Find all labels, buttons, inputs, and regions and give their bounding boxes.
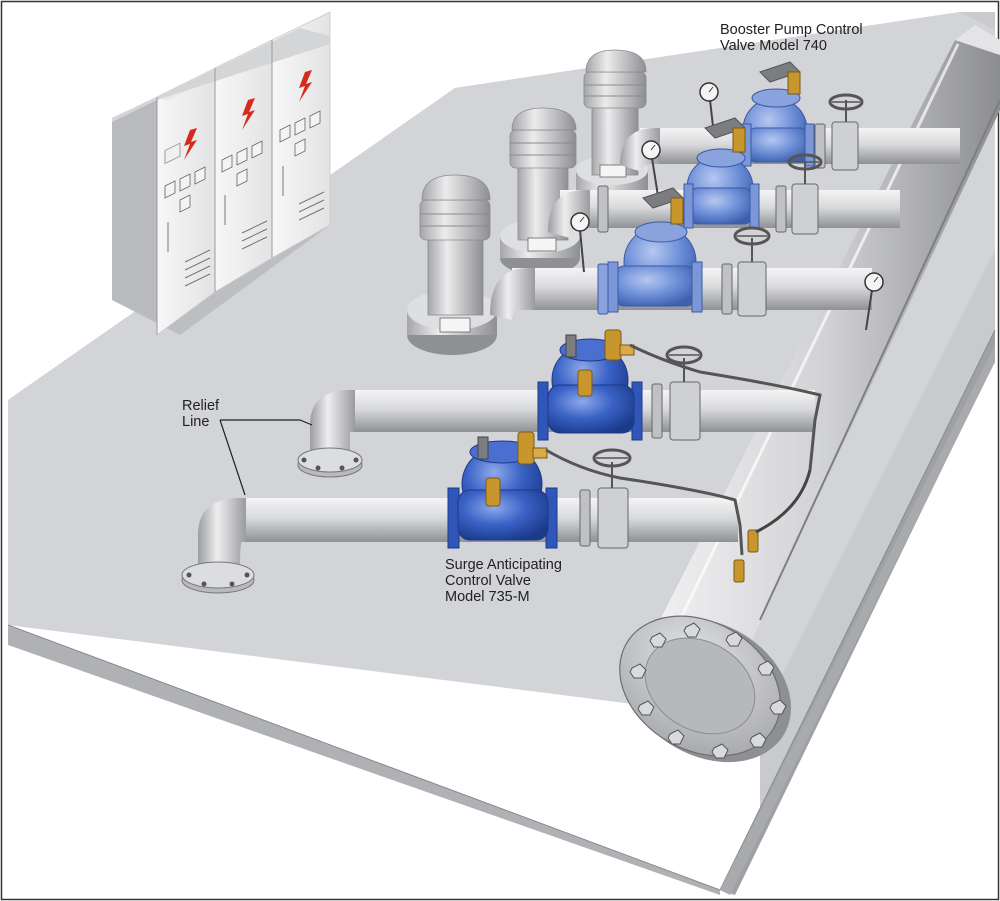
surge-valve-lower [447, 431, 744, 556]
pressure-gauge-icon [570, 212, 590, 273]
booster-label-line2: Valve Model 740 [720, 38, 827, 54]
surge-label-line3: Model 735-M [445, 589, 530, 605]
main-header-pipe [619, 25, 1000, 763]
booster-label-line1: Booster Pump Control [720, 22, 863, 38]
header-fittings [733, 469, 812, 583]
pump-1 [407, 174, 497, 355]
booster-valve-label: Booster Pump Control Valve Model 740 [720, 22, 863, 54]
relief-line-label: Relief Line [182, 398, 219, 430]
control-cabinets [112, 11, 331, 336]
booster-valve-3 [741, 61, 815, 167]
booster-valve-2 [683, 117, 760, 229]
label-leaders [219, 419, 313, 496]
lightning-icon [299, 70, 312, 102]
relief-label-line2: Line [182, 414, 210, 430]
surge-label-line1: Surge Anticipating [445, 557, 562, 573]
surge-label-line2: Control Valve [445, 573, 531, 589]
cabinet-vents [167, 166, 325, 287]
lightning-icon [184, 128, 197, 160]
relief-label-line1: Relief [182, 398, 220, 414]
cabinet-indicators [164, 110, 321, 213]
brass-pilot [485, 431, 548, 507]
lightning-icon [242, 98, 255, 130]
pressure-gauge-icon [641, 140, 661, 197]
handwheel-icon [592, 448, 632, 468]
handwheel-icon [828, 93, 864, 111]
handwheel-icon [787, 153, 823, 171]
surge-valve-label: Surge Anticipating Control Valve Model 7… [445, 557, 562, 605]
handwheel-icon [733, 226, 771, 246]
end-flange [619, 615, 792, 763]
surge-valve-upper [537, 329, 822, 471]
brass-pilot [577, 329, 635, 397]
pressure-gauge-icon [864, 272, 884, 331]
booster-valve-1 [607, 187, 703, 313]
handwheel-icon [665, 345, 703, 365]
